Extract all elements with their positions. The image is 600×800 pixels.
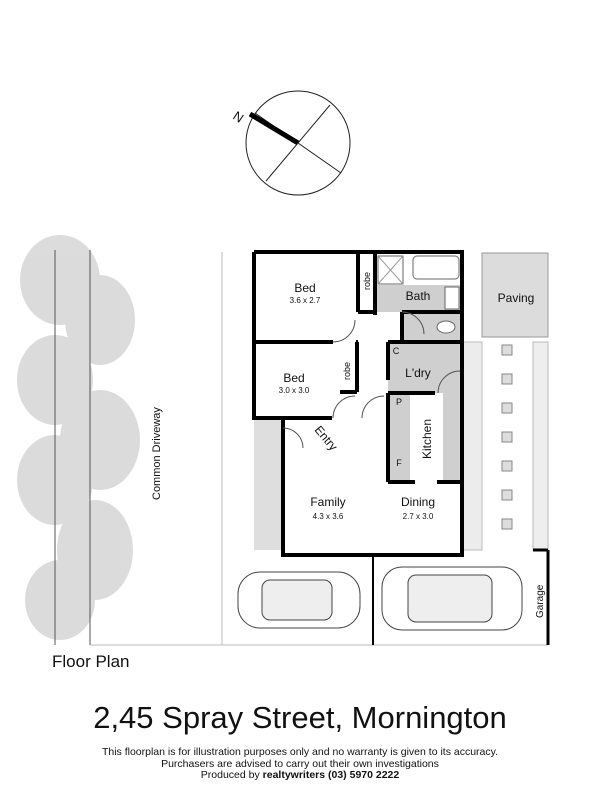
laundry-label: L'dry [405, 366, 431, 380]
tree-canopy [17, 235, 140, 640]
property-address-title: 2,45 Spray Street, Mornington [93, 700, 507, 735]
producer-credit: Produced by realtywriters (03) 5970 2222 [0, 769, 600, 782]
car-icon [237, 566, 523, 631]
disclaimer-line: Purchasers are advised to carry out thei… [161, 757, 439, 770]
bed2-label: Bed [283, 371, 304, 385]
bath-label: Bath [406, 289, 431, 303]
dining-size: 2.7 x 3.0 [403, 512, 434, 521]
produced-prefix: Produced by [200, 769, 263, 781]
bed2-size: 3.0 x 3.0 [279, 386, 310, 395]
pantry-label: P [396, 397, 402, 407]
floor-plan-label: Floor Plan [52, 652, 130, 671]
paving-label: Paving [498, 291, 535, 305]
walls [252, 250, 550, 645]
driveway-label: Common Driveway [151, 407, 163, 500]
producer-name: realtywriters (03) 5970 2222 [262, 769, 400, 781]
dining-label: Dining [401, 495, 435, 509]
disclaimer-line: This floorplan is for illustration purpo… [101, 746, 499, 758]
bed1-label: Bed [294, 281, 315, 295]
family-label: Family [310, 495, 345, 509]
disclaimer: This floorplan is for illustration purpo… [0, 746, 600, 782]
garage-label: Garage [535, 584, 546, 618]
entry-label: Entry [312, 423, 341, 453]
family-size: 4.3 x 3.6 [313, 512, 344, 521]
cupboard-label: C [393, 346, 400, 356]
fridge-label: F [396, 458, 402, 468]
kitchen-label: Kitchen [420, 419, 434, 459]
north-label: N [230, 108, 246, 126]
robe2-label: robe [342, 362, 352, 380]
bed1-size: 3.6 x 2.7 [290, 296, 321, 305]
robe1-label: robe [362, 272, 372, 290]
compass: N [230, 90, 351, 196]
